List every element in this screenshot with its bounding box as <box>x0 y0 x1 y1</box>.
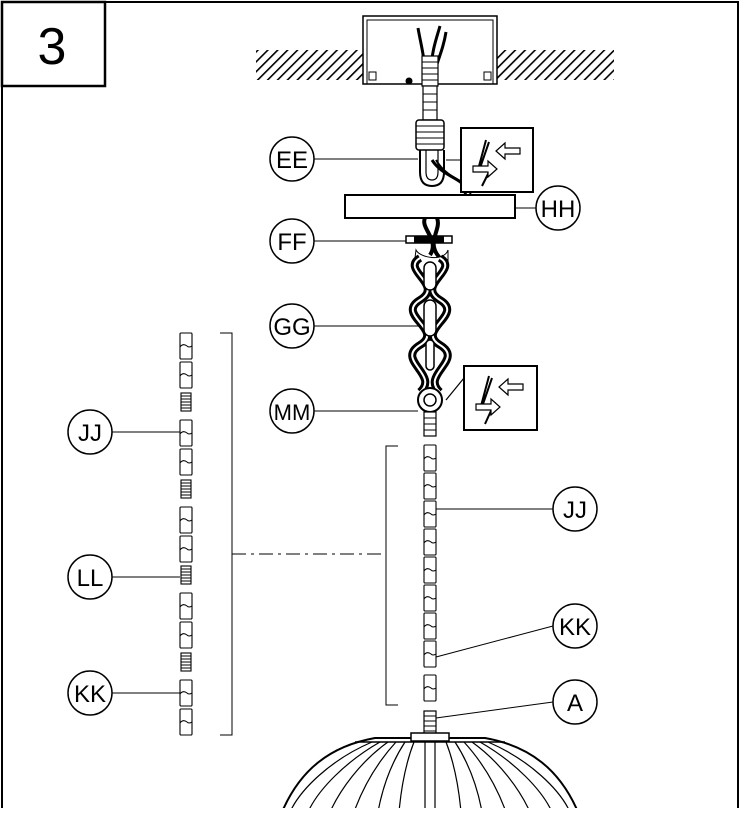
callout-ff: FF <box>269 218 315 264</box>
callout-a-label: A <box>567 690 583 717</box>
callout-ff-label: FF <box>277 229 306 256</box>
callout-hh: HH <box>535 185 581 231</box>
junction-box <box>362 15 498 87</box>
step-number: 3 <box>38 18 67 76</box>
threaded-nipple <box>423 710 437 736</box>
right-chain-column <box>423 444 437 702</box>
callout-jj-right: JJ <box>552 486 598 532</box>
ceiling <box>256 50 614 80</box>
callout-ee-label: EE <box>276 147 308 174</box>
callout-kk-right-label: KK <box>559 614 591 641</box>
callout-jj-right-label: JJ <box>563 497 587 524</box>
detail-inset-top <box>460 127 534 193</box>
callout-kk-right: KK <box>552 603 598 649</box>
leader-lines <box>112 158 554 719</box>
callout-mm-label: MM <box>274 400 311 425</box>
callout-kk-left-label: KK <box>74 681 106 708</box>
callout-hh-label: HH <box>541 196 576 223</box>
canopy <box>344 194 516 219</box>
fixture-shade <box>281 732 579 813</box>
callout-gg: GG <box>269 303 315 349</box>
callout-a: A <box>552 679 598 725</box>
callout-gg-label: GG <box>273 314 310 341</box>
callout-jj-left-label: JJ <box>78 420 102 447</box>
mounting-nipple <box>415 85 445 151</box>
hook-loop <box>419 150 445 188</box>
equivalence-brackets <box>220 332 398 736</box>
callout-jj-left: JJ <box>67 409 113 455</box>
callout-mm: MM <box>269 388 315 434</box>
callout-kk-left: KK <box>67 670 113 716</box>
canopy-loop <box>417 387 443 437</box>
callout-ee: EE <box>269 136 315 182</box>
callout-ll-label: LL <box>77 565 104 592</box>
detail-inset-bottom <box>445 365 538 431</box>
left-chain-column <box>179 332 193 736</box>
step-number-box: 3 <box>0 0 107 88</box>
wire-and-chain <box>408 254 452 396</box>
callout-ll: LL <box>67 554 113 600</box>
